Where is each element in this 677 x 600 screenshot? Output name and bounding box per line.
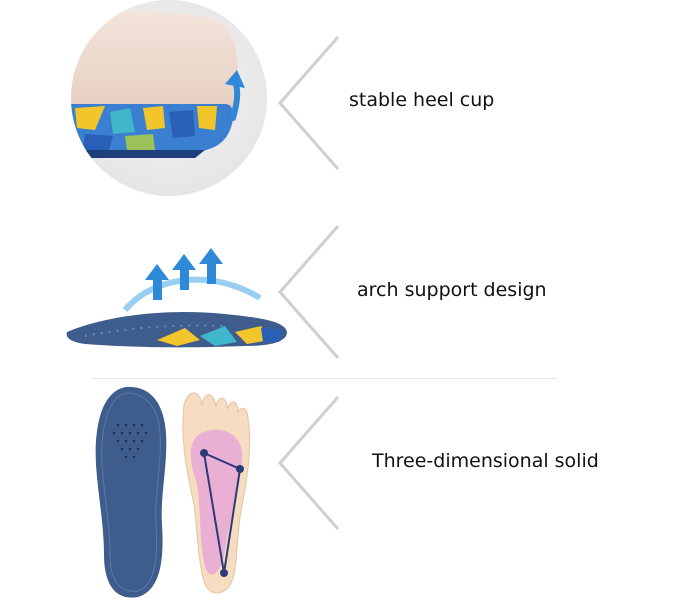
section-divider: [92, 378, 557, 379]
feature-row-heel-cup: stable heel cup: [0, 0, 677, 200]
feature-label-heel-cup: stable heel cup: [349, 89, 495, 111]
feature-label-3d-solid: Three-dimensional solid: [372, 450, 599, 472]
heel-cup-illustration: [71, 0, 267, 196]
feature-row-3d-solid: Three-dimensional solid: [0, 380, 677, 598]
chevron-left-icon: [278, 396, 340, 530]
feature-row-arch-support: arch support design: [0, 210, 677, 370]
chevron-left-icon: [278, 36, 340, 170]
chevron-left-icon: [278, 225, 340, 359]
insole-and-foot-illustration: [95, 386, 251, 598]
arch-support-illustration: [66, 248, 287, 348]
feature-label-arch-support: arch support design: [357, 279, 547, 301]
